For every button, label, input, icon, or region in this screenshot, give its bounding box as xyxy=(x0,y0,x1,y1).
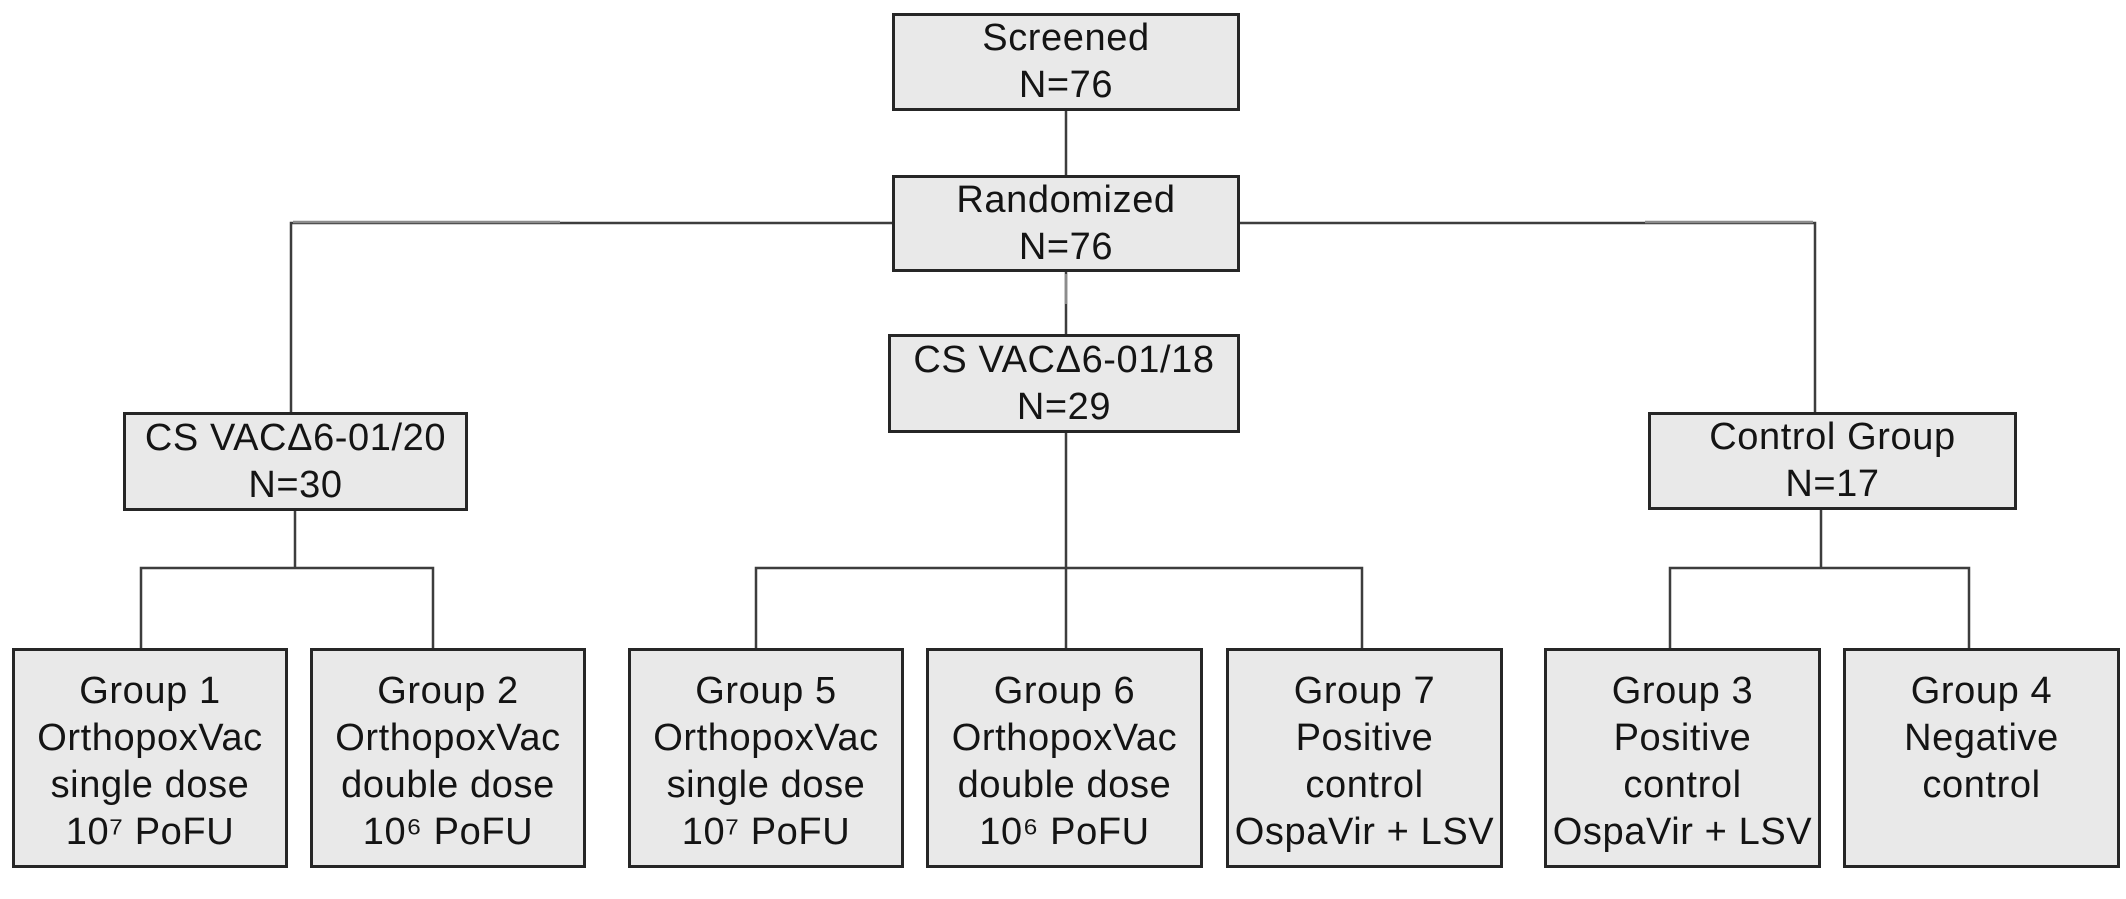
node-text-line: OrthopoxVac xyxy=(335,717,561,759)
node-group-5: Group 5 OrthopoxVac single dose 10⁷ PoFU xyxy=(628,648,904,868)
node-text-line: N=30 xyxy=(248,463,343,506)
node-text-line: Group 1 xyxy=(79,670,221,712)
node-text-line: OspaVir + LSV xyxy=(1234,811,1495,853)
node-text-line: double dose xyxy=(341,764,555,806)
node-text-line: 10⁷ PoFU xyxy=(681,811,851,853)
node-text-line: CS VACΔ6-01/20 xyxy=(144,416,447,459)
node-text-line: control xyxy=(1305,764,1424,806)
node-text-line: Positive xyxy=(1295,717,1434,759)
node-control-group: Control Group N=17 xyxy=(1648,412,2017,510)
node-cs-vac-01-18: CS VACΔ6-01/18 N=29 xyxy=(888,334,1240,433)
node-group-1: Group 1 OrthopoxVac single dose 10⁷ PoFU xyxy=(12,648,288,868)
node-text-line: OrthopoxVac xyxy=(951,717,1178,759)
node-text-line: Control Group xyxy=(1709,416,1956,458)
node-text-line: Group 5 xyxy=(695,670,837,712)
node-text-line: Screened xyxy=(982,17,1150,59)
node-text-line: control xyxy=(1922,764,2041,806)
node-text-line: OspaVir + LSV xyxy=(1552,811,1813,853)
node-text-line: Group 2 xyxy=(377,670,519,712)
edge-randomized-vac20 xyxy=(289,221,892,412)
node-text-line: single dose xyxy=(666,764,866,806)
node-group-6: Group 6 OrthopoxVac double dose 10⁶ PoFU xyxy=(926,648,1203,868)
edge-control-split xyxy=(1668,566,1971,648)
node-text-line: Group 7 xyxy=(1293,670,1436,712)
node-text-line: double dose xyxy=(957,764,1172,806)
node-text-line: 10⁶ PoFU xyxy=(979,811,1150,853)
node-group-7: Group 7 Positive control OspaVir + LSV xyxy=(1226,648,1503,868)
node-text-line: Group 4 xyxy=(1910,670,2053,712)
node-randomized: Randomized N=76 xyxy=(892,175,1240,272)
node-screened: Screened N=76 xyxy=(892,13,1240,111)
node-text-line: CS VACΔ6-01/18 xyxy=(913,338,1215,381)
node-group-3: Group 3 Positive control OspaVir + LSV xyxy=(1544,648,1821,868)
node-text-line: OrthopoxVac xyxy=(37,717,263,759)
node-text-line: Positive xyxy=(1613,717,1752,759)
node-group-4: Group 4 Negative control xyxy=(1843,648,2120,868)
node-text-line: Group 6 xyxy=(993,670,1136,712)
node-text-line: N=29 xyxy=(1016,385,1112,428)
node-text-line: Negative xyxy=(1904,717,2059,759)
edge-vac18-split xyxy=(754,566,1364,648)
node-group-2: Group 2 OrthopoxVac double dose 10⁶ PoFU xyxy=(310,648,586,868)
node-text-line: Randomized xyxy=(956,178,1176,221)
node-text-line: N=76 xyxy=(1018,225,1114,268)
node-text-line: N=17 xyxy=(1785,463,1880,505)
edge-vac20-split xyxy=(139,566,435,648)
node-text-line: N=76 xyxy=(1018,64,1114,106)
node-text-line: 10⁶ PoFU xyxy=(362,811,534,853)
node-text-line: single dose xyxy=(50,764,250,806)
node-text-line: 10⁷ PoFU xyxy=(65,811,235,853)
edge-randomized-control xyxy=(1240,221,1817,412)
node-text-line: OrthopoxVac xyxy=(653,717,879,759)
node-cs-vac-01-20: CS VACΔ6-01/20 N=30 xyxy=(123,412,468,511)
node-text-line: control xyxy=(1623,764,1742,806)
node-text-line: Group 3 xyxy=(1611,670,1754,712)
